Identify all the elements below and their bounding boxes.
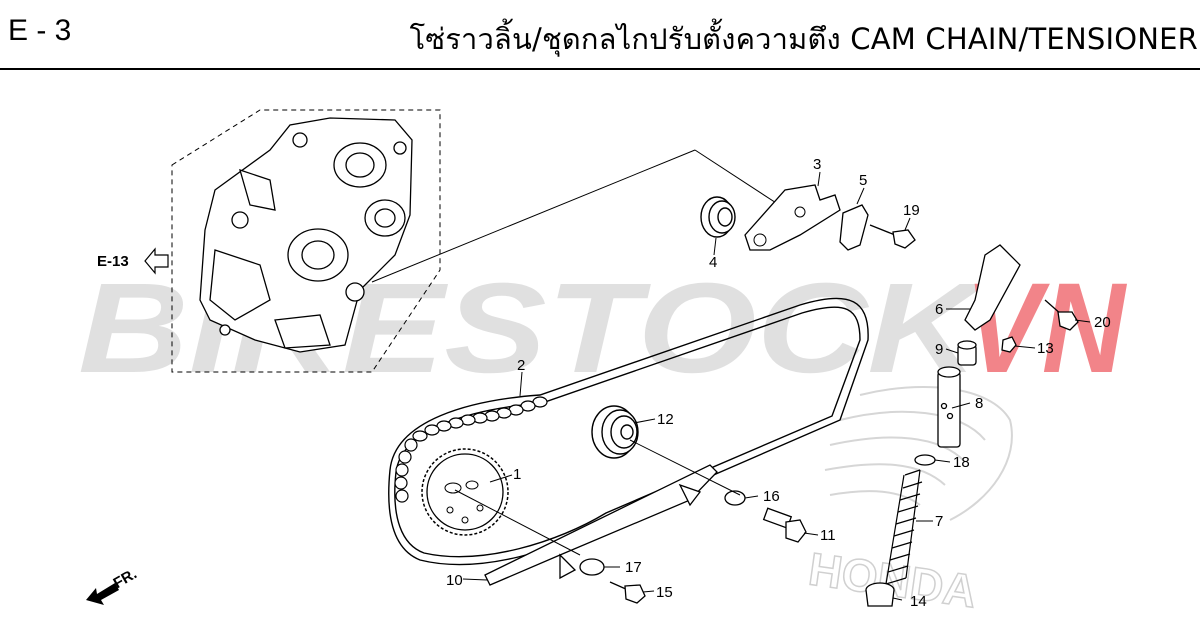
part-label-16: 16 [763, 488, 780, 505]
bolt-13 [1001, 336, 1017, 353]
washer-16 [724, 490, 746, 506]
pivot-bolt-11 [762, 507, 807, 543]
part-label-20: 20 [1094, 314, 1111, 331]
part-label-14: 14 [910, 593, 927, 610]
tensioner-arm [964, 244, 1021, 331]
page-title: โซ่ราวลิ้น/ชุดกลไกปรับตั้งความตึง CAM CH… [409, 22, 1198, 56]
part-label-18: 18 [953, 454, 970, 471]
page-header: E - 3 โซ่ราวลิ้น/ชุดกลไกปรับตั้งความตึง … [0, 0, 1200, 70]
part-numbers: 1 2 3 4 5 6 7 8 9 10 11 12 13 14 15 16 1… [446, 156, 1111, 610]
tensioner-guide-rail [484, 464, 718, 586]
tensioner-cap [957, 340, 977, 366]
part-label-17: 17 [625, 559, 642, 576]
header-divider [0, 68, 1200, 70]
bolt-19 [869, 224, 916, 249]
e13-reference[interactable]: E-13 [97, 247, 169, 275]
arrow-left-icon [144, 247, 169, 275]
part-label-2: 2 [517, 357, 525, 374]
e13-label: E-13 [97, 253, 129, 270]
washer-17 [579, 558, 605, 576]
part-label-4: 4 [709, 254, 717, 271]
part-label-8: 8 [975, 395, 983, 412]
part-label-13: 13 [1037, 340, 1054, 357]
cam-chain-links [394, 396, 548, 503]
crankcase-illustration [199, 117, 413, 353]
part-label-7: 7 [935, 513, 943, 530]
tensioner-spring [885, 469, 923, 585]
crankcase-leader-line [371, 149, 696, 283]
front-direction-indicator: FR. [86, 565, 140, 605]
honda-text-watermark: HONDA [806, 542, 980, 617]
part-label-12: 12 [657, 411, 674, 428]
part-label-3: 3 [813, 156, 821, 173]
stopper-plate [744, 184, 841, 251]
part-label-1: 1 [513, 466, 521, 483]
part-label-19: 19 [903, 202, 920, 219]
section-code: E - 3 [8, 14, 72, 47]
cam-sprocket [421, 448, 509, 536]
part-label-9: 9 [935, 341, 943, 358]
arrow-front-icon [86, 583, 119, 605]
crankcase-reference-box [171, 109, 441, 373]
part-label-10: 10 [446, 572, 463, 589]
part-label-11: 11 [820, 527, 836, 544]
cam-seal [700, 196, 736, 238]
idler-roller [591, 405, 639, 459]
tensioner-body [937, 366, 961, 448]
bolt-20 [1044, 299, 1079, 331]
washer-18 [914, 454, 936, 466]
part-label-15: 15 [656, 584, 673, 601]
part-label-5: 5 [859, 172, 867, 189]
bolt-15 [609, 581, 646, 604]
leader-lines [454, 171, 1091, 601]
sealing-bolt-14 [865, 582, 895, 607]
part-label-6: 6 [935, 301, 943, 318]
honda-wing-watermark [824, 386, 1013, 521]
gasket [839, 204, 869, 251]
